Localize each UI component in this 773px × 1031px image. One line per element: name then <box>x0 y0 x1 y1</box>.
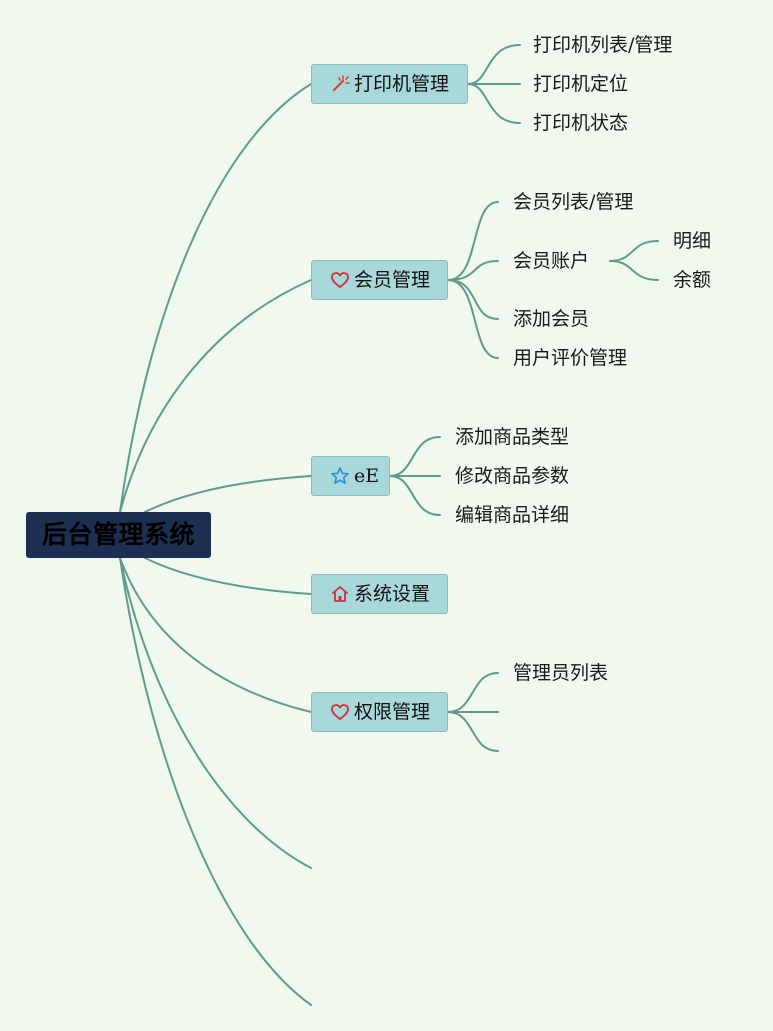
connector-member-4 <box>447 279 499 359</box>
connector-root-perm <box>119 557 312 713</box>
heart-icon <box>330 702 350 722</box>
leaf-member-list[interactable]: 会员列表/管理 <box>513 191 634 213</box>
branch-label: 权限管理 <box>354 701 431 723</box>
leaf-goods-edit-detail[interactable]: 编辑商品详细 <box>455 504 570 526</box>
leaf-member-add[interactable]: 添加会员 <box>513 308 590 330</box>
connector-goods-1 <box>389 436 441 477</box>
connector-root-goods <box>144 475 312 513</box>
leaf-printer-status[interactable]: 打印机状态 <box>533 112 629 134</box>
connector-printer-1 <box>467 44 521 85</box>
connector-account-1 <box>609 240 659 262</box>
branch-member-management[interactable]: 会员管理 <box>311 260 448 300</box>
leaf-goods-edit-params[interactable]: 修改商品参数 <box>455 465 570 487</box>
connector-perm-1 <box>447 672 499 713</box>
leaf-printer-list[interactable]: 打印机列表/管理 <box>533 34 673 56</box>
connector-member-2 <box>447 260 499 281</box>
connector-root-empty-1 <box>119 557 312 869</box>
root-node[interactable]: 后台管理系统 <box>26 512 211 558</box>
branch-system-settings[interactable]: 系统设置 <box>311 574 448 614</box>
heart-icon <box>330 270 350 290</box>
leaf-member-account[interactable]: 会员账户 <box>513 250 590 272</box>
branch-permission-management[interactable]: 权限管理 <box>311 692 448 732</box>
connector-root-member <box>119 279 312 513</box>
branch-label: 会员管理 <box>354 269 431 291</box>
connector-goods-3 <box>389 475 441 516</box>
home-icon <box>330 584 350 604</box>
connector-member-1 <box>447 201 499 281</box>
branch-printer-management[interactable]: 打印机管理 <box>311 64 468 104</box>
leaf-account-balance[interactable]: 余额 <box>673 269 712 291</box>
leaf-account-detail[interactable]: 明细 <box>673 230 712 252</box>
branch-label: 系统设置 <box>354 583 431 605</box>
connector-root-printer <box>119 83 312 513</box>
connector-printer-3 <box>467 83 521 124</box>
leaf-goods-add-type[interactable]: 添加商品类型 <box>455 426 570 448</box>
leaf-admin-list[interactable]: 管理员列表 <box>513 662 609 684</box>
connector-root-system <box>144 557 312 595</box>
connector-perm-3 <box>447 711 499 752</box>
branch-label: eE <box>354 465 380 487</box>
leaf-member-review[interactable]: 用户评价管理 <box>513 347 628 369</box>
magic-wand-icon <box>330 74 350 94</box>
connector-account-2 <box>609 260 659 281</box>
connector-root-empty-2 <box>119 557 312 1006</box>
star-icon <box>330 466 350 486</box>
branch-label: 打印机管理 <box>354 73 450 95</box>
branch-goods[interactable]: eE <box>311 456 390 496</box>
leaf-printer-location[interactable]: 打印机定位 <box>533 73 629 95</box>
